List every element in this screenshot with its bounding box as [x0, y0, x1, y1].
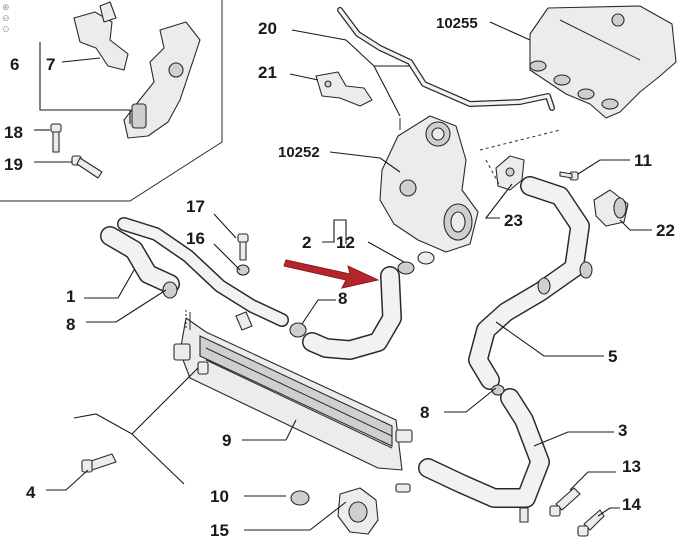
callout-2: 2 [302, 233, 311, 252]
callout-13: 13 [622, 457, 641, 476]
bolt-4 [81, 453, 117, 473]
callout-10252: 10252 [278, 144, 320, 161]
callout-19: 19 [4, 155, 23, 174]
callout-5: 5 [608, 347, 617, 366]
hose-1 [100, 217, 289, 331]
zoom-in-icon[interactable]: ⊕ [2, 2, 10, 12]
intake-manifold [529, 5, 677, 119]
callout-6: 6 [10, 55, 19, 74]
callout-8-middle: 8 [338, 289, 347, 308]
callout-labels: 6 7 18 19 20 21 10255 10252 11 23 22 17 … [4, 15, 675, 540]
callout-3: 3 [618, 421, 627, 440]
bolt-19 [71, 155, 103, 179]
bracket-part [73, 1, 201, 139]
leader-lines [34, 21, 652, 531]
callout-15: 15 [210, 521, 229, 540]
sensor-22 [593, 189, 629, 227]
washer-16 [236, 264, 250, 276]
callout-21: 21 [258, 63, 277, 82]
callout-9: 9 [222, 431, 231, 450]
callout-14: 14 [622, 495, 641, 514]
callout-4: 4 [26, 483, 36, 502]
callout-20: 20 [258, 19, 277, 38]
clamp-8-right [491, 384, 505, 396]
intercooler [173, 312, 413, 493]
zoom-toolbar: ⊕ ⊖ ⊙ [2, 2, 14, 35]
hose-5 [468, 176, 593, 390]
callout-7: 7 [46, 55, 55, 74]
clamp-15 [337, 487, 379, 535]
callout-10: 10 [210, 487, 229, 506]
bolt-17 [237, 233, 249, 261]
turbocharger [379, 115, 479, 253]
rigid-pipe [337, 7, 555, 111]
inset-frame [0, 0, 223, 202]
callout-17: 17 [186, 197, 205, 216]
callout-16: 16 [186, 229, 205, 248]
clip-10 [290, 490, 310, 506]
bolt-13 [549, 487, 581, 517]
hose-2 [302, 251, 435, 360]
bolt-18 [50, 123, 62, 153]
callout-22: 22 [656, 221, 675, 240]
callout-12: 12 [336, 233, 355, 252]
gasket-23 [495, 155, 525, 191]
callout-1: 1 [66, 287, 75, 306]
bracket-21 [315, 71, 373, 107]
hose-3 [418, 388, 550, 523]
clamp-8-left [162, 281, 178, 299]
callout-11: 11 [634, 151, 652, 170]
highlight-arrow [283, 259, 380, 289]
callout-23: 23 [504, 211, 523, 230]
zoom-out-icon[interactable]: ⊖ [2, 13, 10, 23]
bolt-11 [559, 171, 579, 181]
callout-8-right: 8 [420, 403, 429, 422]
bolt-14 [577, 509, 605, 537]
callout-10255: 10255 [436, 15, 478, 32]
clamp-8-middle [289, 322, 307, 338]
callout-8-left: 8 [66, 315, 75, 334]
guide-lines [185, 129, 561, 330]
zoom-reset-icon[interactable]: ⊙ [2, 24, 10, 34]
callout-18: 18 [4, 123, 23, 142]
